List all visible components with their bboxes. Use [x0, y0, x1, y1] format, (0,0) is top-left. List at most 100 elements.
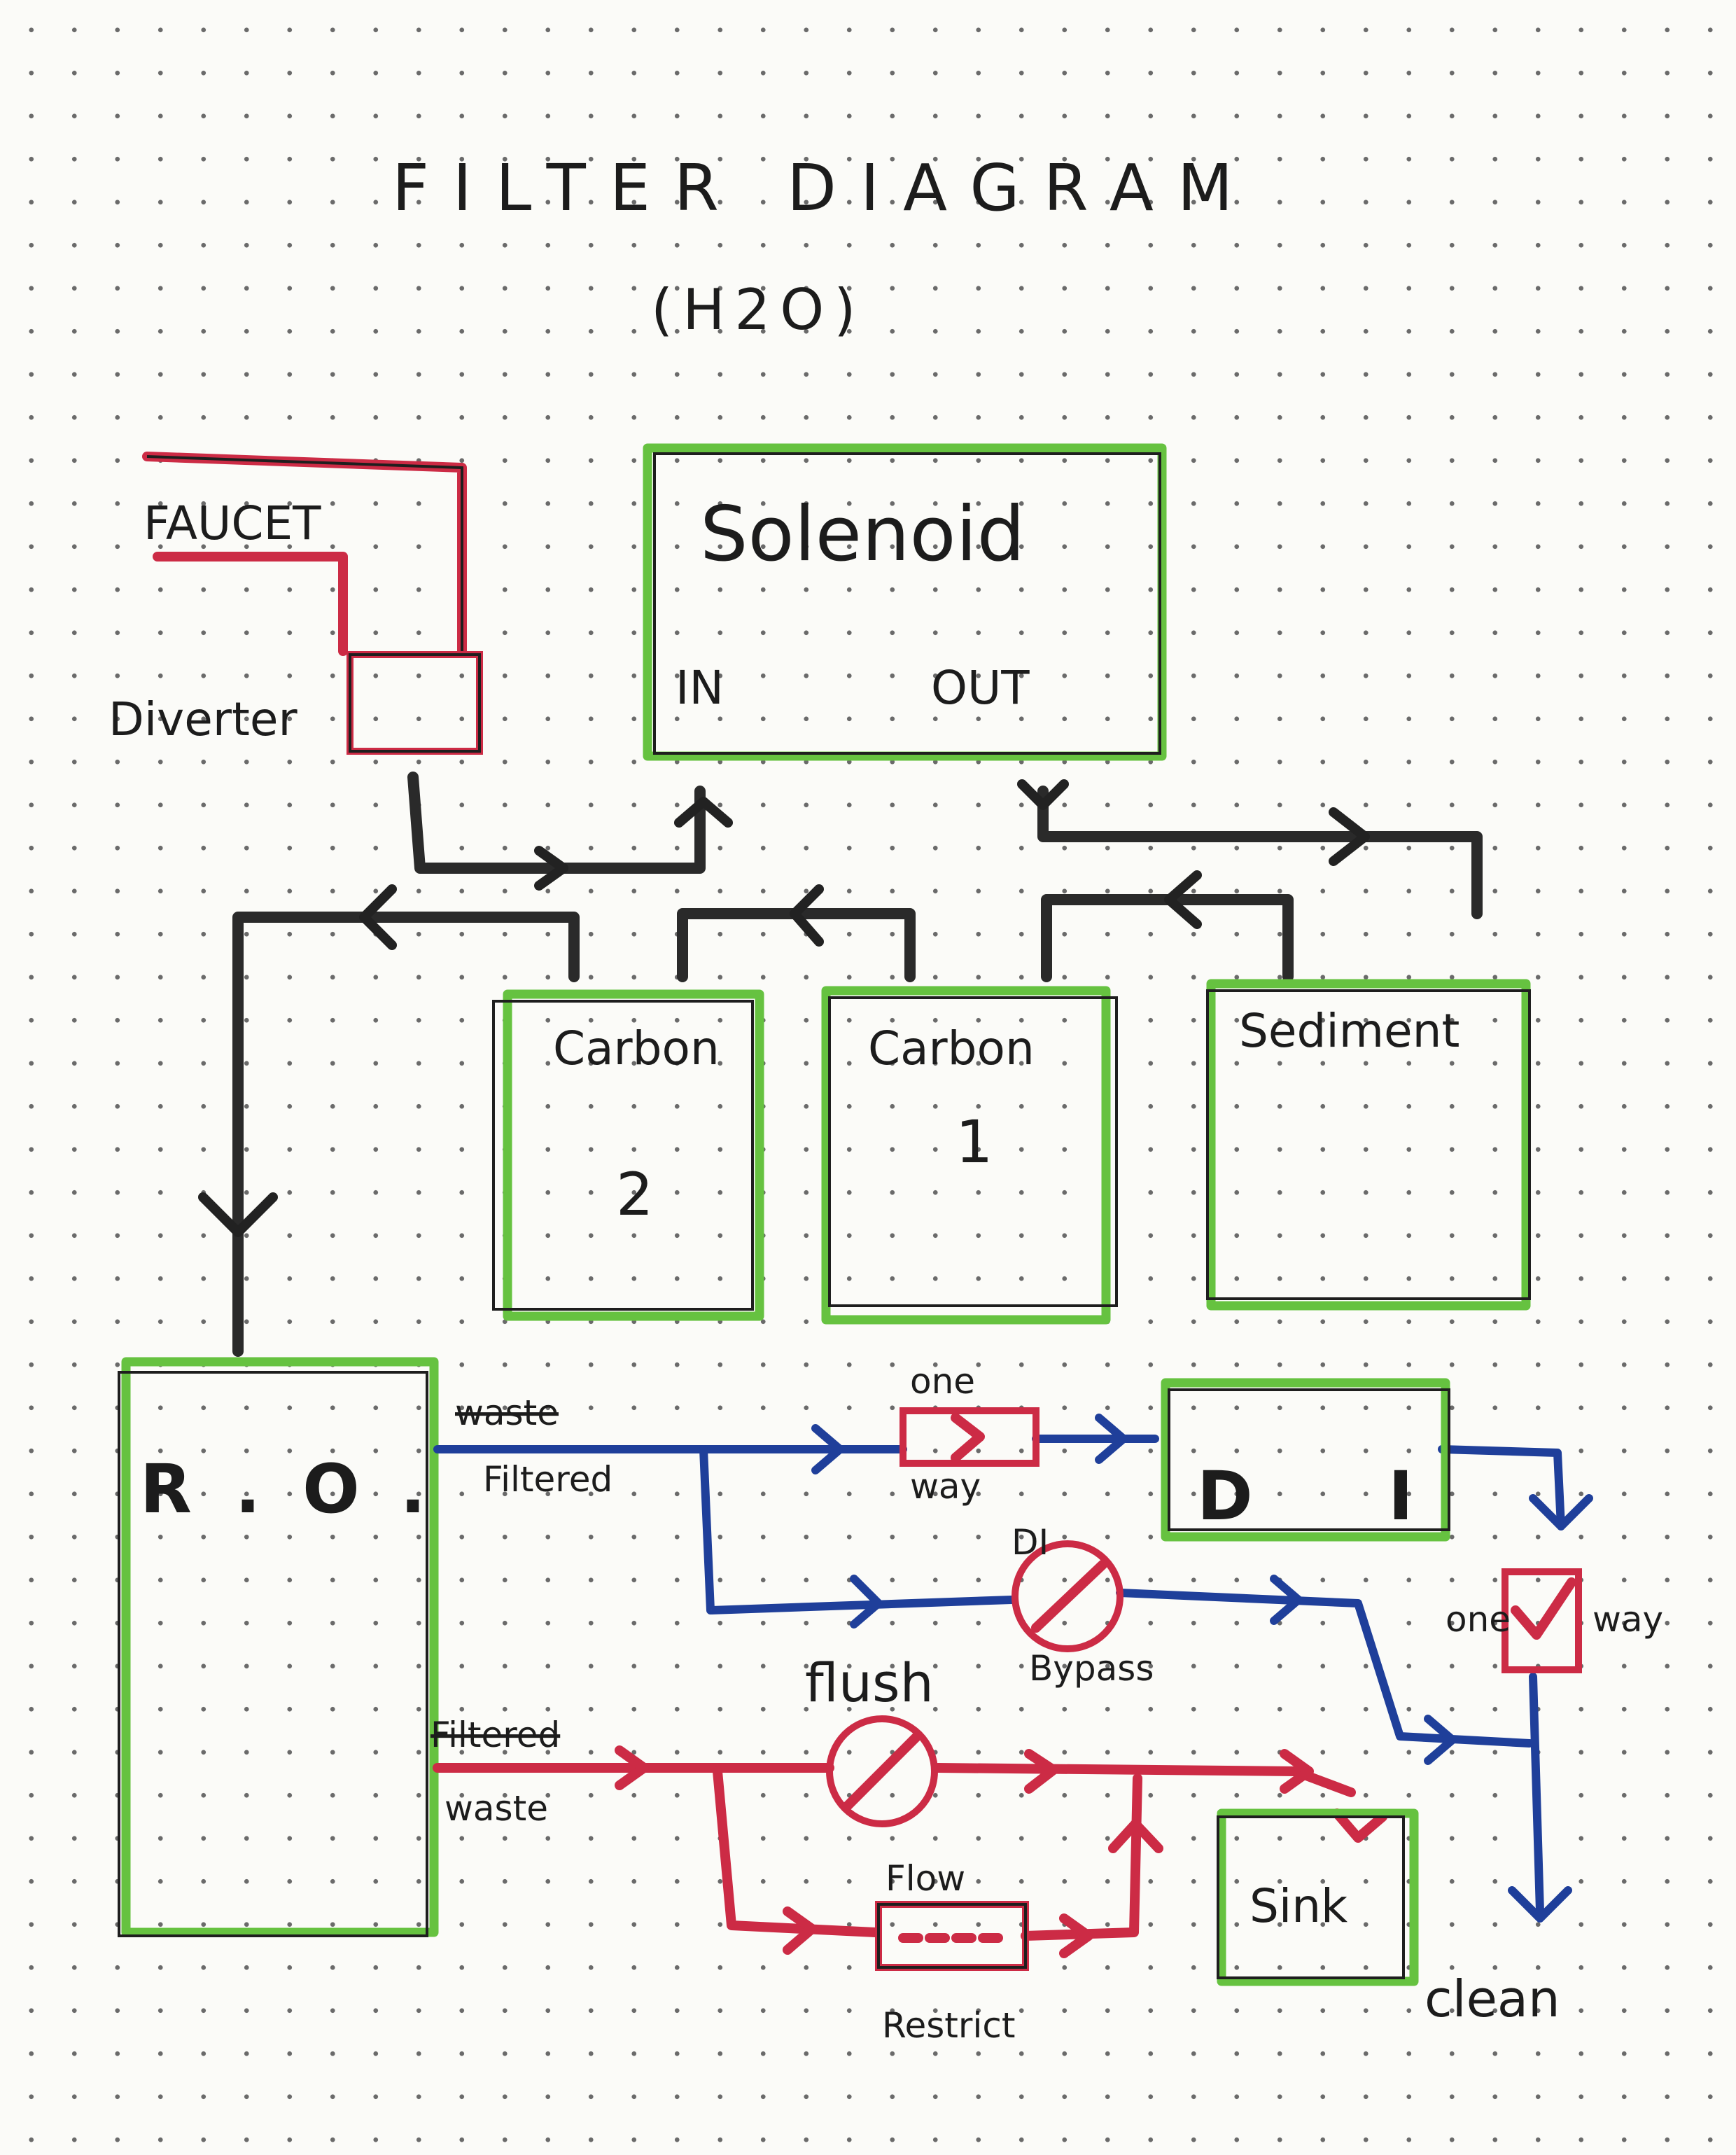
carbon2-filter: Carbon 2 [492, 989, 764, 1321]
arrow-down-into-ro [198, 1192, 278, 1237]
di-bypass-valve: DI Bypass [1011, 1522, 1154, 1689]
pipe-filtered-to-di-bypass [699, 1445, 1016, 1614]
carbon2-label: Carbon [553, 1021, 720, 1075]
faucet-line-outer-ink [146, 455, 463, 651]
arrow-clean-down [1508, 1886, 1572, 1923]
flush-valve-circle [826, 1715, 938, 1827]
arrow-left-sediment-to-carbon1 [1164, 870, 1202, 929]
pipe-bypass-to-clean [1116, 1589, 1534, 1748]
solenoid-out-label: OUT [931, 661, 1030, 715]
one-way-valve-top-box [899, 1407, 1040, 1467]
arrow-down-from-solenoid-out [1017, 779, 1069, 810]
pipe-di-to-oneway-right [1438, 1445, 1565, 1530]
arrow-left-carbon2-to-ro [359, 884, 397, 950]
clean-label: clean [1424, 1969, 1560, 2028]
arrow-waste-right-2 [1024, 1749, 1058, 1794]
di-filter: D I [1161, 1378, 1469, 1542]
arrow-from-flow-restrict [1059, 1913, 1093, 1958]
arrow-waste-right-1 [615, 1745, 649, 1790]
carbon1-number: 1 [955, 1108, 993, 1176]
one-way-valve-right-box [1502, 1568, 1582, 1673]
pipe-waste-to-flow-restrict [713, 1766, 880, 1937]
diagram-title: FILTER DIAGRAM [392, 151, 1256, 225]
arrow-filtered-right-2 [1095, 1414, 1128, 1464]
filtered-label: Filtered [483, 1459, 612, 1500]
sediment-label: Sediment [1239, 1004, 1460, 1058]
flush-valve: flush [805, 1652, 938, 1827]
carbon1-label: Carbon [868, 1021, 1035, 1075]
solenoid-in-label: IN [676, 661, 724, 715]
arrow-into-solenoid-path [534, 846, 568, 891]
solenoid-box-ink [653, 452, 1161, 755]
di-bypass-label-top: DI [1011, 1522, 1049, 1563]
pipe-diverter-to-solenoid [407, 772, 706, 874]
diagram-subtitle: (H2O) [651, 277, 865, 342]
sink-label: Sink [1250, 1879, 1348, 1933]
flow-restrictor: Flow Restrict [875, 1858, 1029, 2046]
waste-output: Filtered waste [430, 1715, 1387, 1958]
arrow-down-into-sink [1332, 1808, 1387, 1843]
waste-label: waste [444, 1788, 548, 1829]
solenoid-box [643, 443, 1167, 761]
arrow-filtered-right-1 [811, 1424, 844, 1474]
carbon2-number: 2 [616, 1160, 653, 1229]
one-way-top-label-bottom: way [910, 1466, 981, 1507]
diverter-box [346, 651, 483, 755]
arrow-filtered-right-bypass [850, 1575, 883, 1629]
sink-box-ink [1217, 1815, 1405, 1979]
ro-label: R.O. [140, 1450, 468, 1528]
pipe-sediment-to-carbon1 [1041, 894, 1294, 982]
flush-valve-slash [842, 1731, 922, 1811]
pipe-carbon2-to-ro [232, 912, 580, 1357]
diverter-box-ink [349, 653, 481, 753]
flow-restrictor-box-ink [877, 1903, 1027, 1969]
diverter-label: Diverter [108, 692, 298, 746]
carbon1-box [821, 986, 1111, 1325]
di-bypass-label-bottom: Bypass [1029, 1648, 1154, 1689]
sink-box [1217, 1808, 1419, 1986]
diverter: Diverter [108, 651, 483, 755]
carbon1-box-ink [828, 996, 1118, 1307]
pipe-carbon1-to-carbon2 [677, 908, 916, 982]
faucet-label: FAUCET [144, 496, 321, 550]
di-box-ink [1168, 1388, 1450, 1531]
waste-struck-label: Filtered [430, 1715, 560, 1755]
pipe-solenoid-out-to-sediment [1037, 786, 1483, 919]
arrow-di-down [1529, 1494, 1593, 1530]
ro-box-ink [118, 1371, 428, 1937]
carbon2-box-ink [492, 1000, 754, 1311]
flow-restrict-label-bottom: Restrict [882, 2005, 1015, 2046]
carbon2-box [503, 989, 764, 1321]
arrow-bypass-to-clean [1424, 1715, 1457, 1765]
one-way-right-label-left: one [1446, 1599, 1511, 1640]
flow-restrict-label-top: Flow [886, 1858, 965, 1899]
one-way-right-label-right: way [1592, 1599, 1663, 1640]
one-way-valve-right: one way [1446, 1568, 1663, 1673]
filtered-struck-label: waste [455, 1393, 559, 1433]
one-way-valve-top-arrow [951, 1413, 985, 1463]
pipe-flow-restrict-to-sink [1021, 1773, 1142, 1941]
arrow-waste-right-3 [1280, 1749, 1314, 1794]
di-box [1161, 1378, 1450, 1542]
one-way-valve-right-check [1511, 1577, 1576, 1640]
solenoid-label: Solenoid [700, 491, 1025, 578]
di-bypass-valve-circle [1011, 1540, 1124, 1652]
di-label: D I [1197, 1457, 1469, 1535]
faucet-line-inner [153, 552, 348, 656]
arrow-bypass-right [1270, 1575, 1303, 1625]
pipe-oneway-right-to-clean [1529, 1673, 1544, 1916]
one-way-top-label-top: one [910, 1361, 975, 1402]
arrow-left-carbon1-to-carbon2 [790, 884, 824, 947]
sediment-box [1206, 979, 1531, 1311]
di-bypass-valve-slash [1031, 1560, 1107, 1633]
sink: Sink [1217, 1808, 1419, 1986]
flush-label: flush [805, 1652, 934, 1714]
filtered-output: waste Filtered [433, 1393, 1593, 1923]
ro-membrane: R.O. [118, 1357, 468, 1937]
solenoid: Solenoid IN OUT [643, 443, 1167, 761]
faucet: FAUCET [142, 452, 467, 656]
arrow-up-to-sink-line [1108, 1819, 1163, 1853]
arrow-up-to-solenoid-in [674, 797, 733, 828]
ro-box [121, 1357, 439, 1937]
